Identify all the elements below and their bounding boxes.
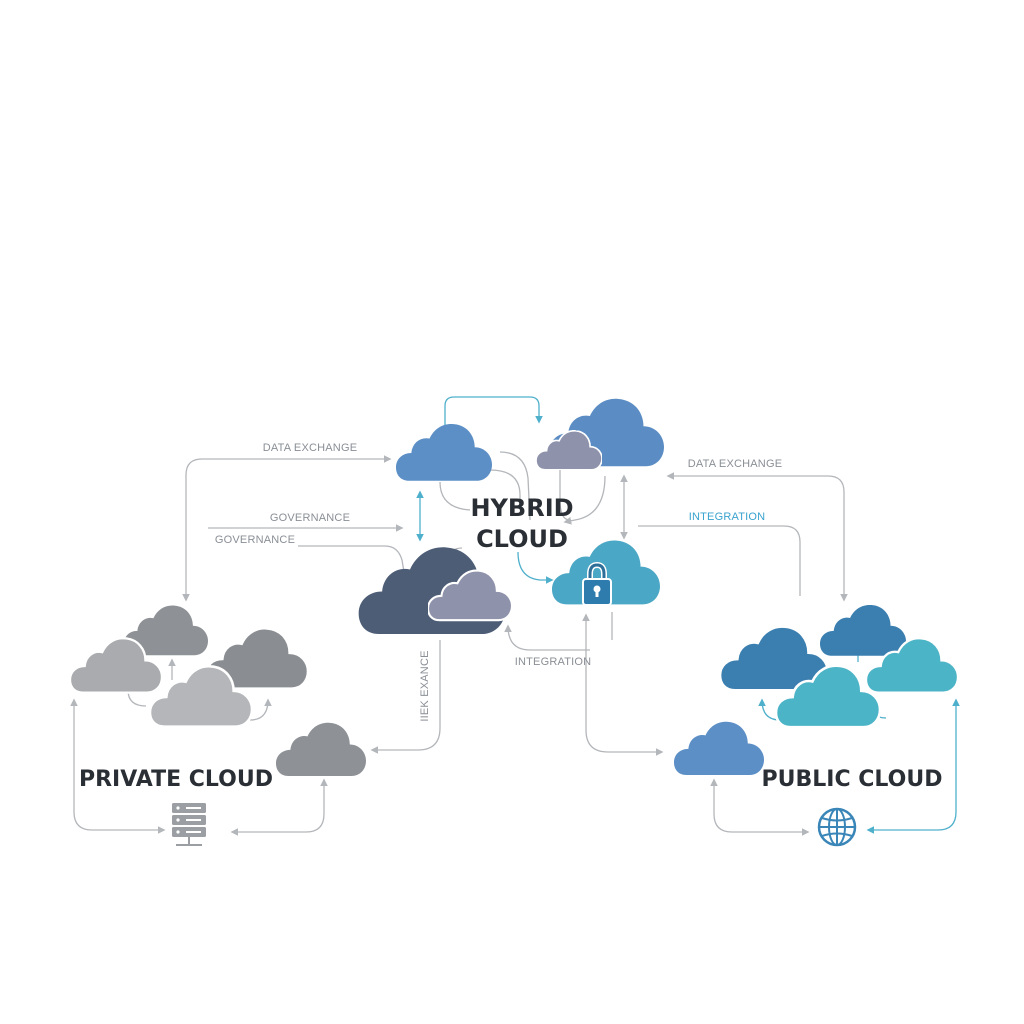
integration-bottom-connector: [504, 624, 590, 651]
public-outer-loop: [866, 698, 960, 834]
top-loop-connector: [444, 396, 543, 428]
server-rack-icon: [172, 803, 206, 846]
integration-bottom-label: INTEGRATION: [515, 656, 592, 668]
hub-title-line-1: HYBRID: [470, 494, 573, 522]
private-cloud-title: PRIVATE CLOUD: [79, 767, 273, 792]
public-cloud-title: PUBLIC CLOUD: [762, 767, 943, 792]
hybrid-internal-connector-1: [439, 481, 471, 511]
public-cloud-cluster: PUBLIC CLOUD: [674, 604, 958, 847]
hybrid-cloud-cluster: HYBRID CLOUD: [358, 398, 664, 634]
globe-icon: [817, 807, 857, 847]
private-outer-loop: [70, 698, 166, 834]
integration-right-label: INTEGRATION: [689, 511, 766, 523]
padlock-icon: [582, 561, 612, 606]
private-small-loop: [230, 778, 328, 836]
private-small-cloud: [276, 722, 366, 776]
data-exchange-right-connector: [666, 472, 848, 602]
data-exchange-left-connector: [182, 455, 392, 602]
hub-title-line-2: CLOUD: [476, 525, 568, 553]
hybrid-top-left-cloud: [396, 424, 492, 481]
connector-labels: DATA EXCHANGE DATA EXCHANGE GOVERNANCE G…: [215, 442, 782, 722]
integration-right-connector: [638, 525, 801, 596]
hybrid-internal-connector-5: [563, 475, 606, 525]
public-small-loop: [710, 778, 810, 836]
public-top-cloud: [820, 604, 906, 656]
hybrid-internal-connector-3: [499, 451, 531, 521]
vertical-connector-label: IIEK EXANCE: [419, 650, 431, 721]
hybrid-internal-connector-7: [517, 551, 554, 584]
data-exchange-right-label: DATA EXCHANGE: [688, 458, 783, 470]
governance-bottom-connector: [298, 545, 405, 573]
governance-bottom-label: GOVERNANCE: [215, 534, 295, 546]
data-exchange-left-label: DATA EXCHANGE: [263, 442, 358, 454]
public-small-cloud: [674, 721, 764, 775]
private-cloud-cluster: PRIVATE CLOUD: [70, 605, 366, 846]
lock-to-public-connector: [582, 613, 664, 756]
hybrid-internal-connector-2: [489, 469, 521, 505]
hybrid-to-private-connector: [370, 640, 441, 754]
governance-top-label: GOVERNANCE: [270, 512, 350, 524]
private-inner-arrow-3: [249, 698, 272, 721]
